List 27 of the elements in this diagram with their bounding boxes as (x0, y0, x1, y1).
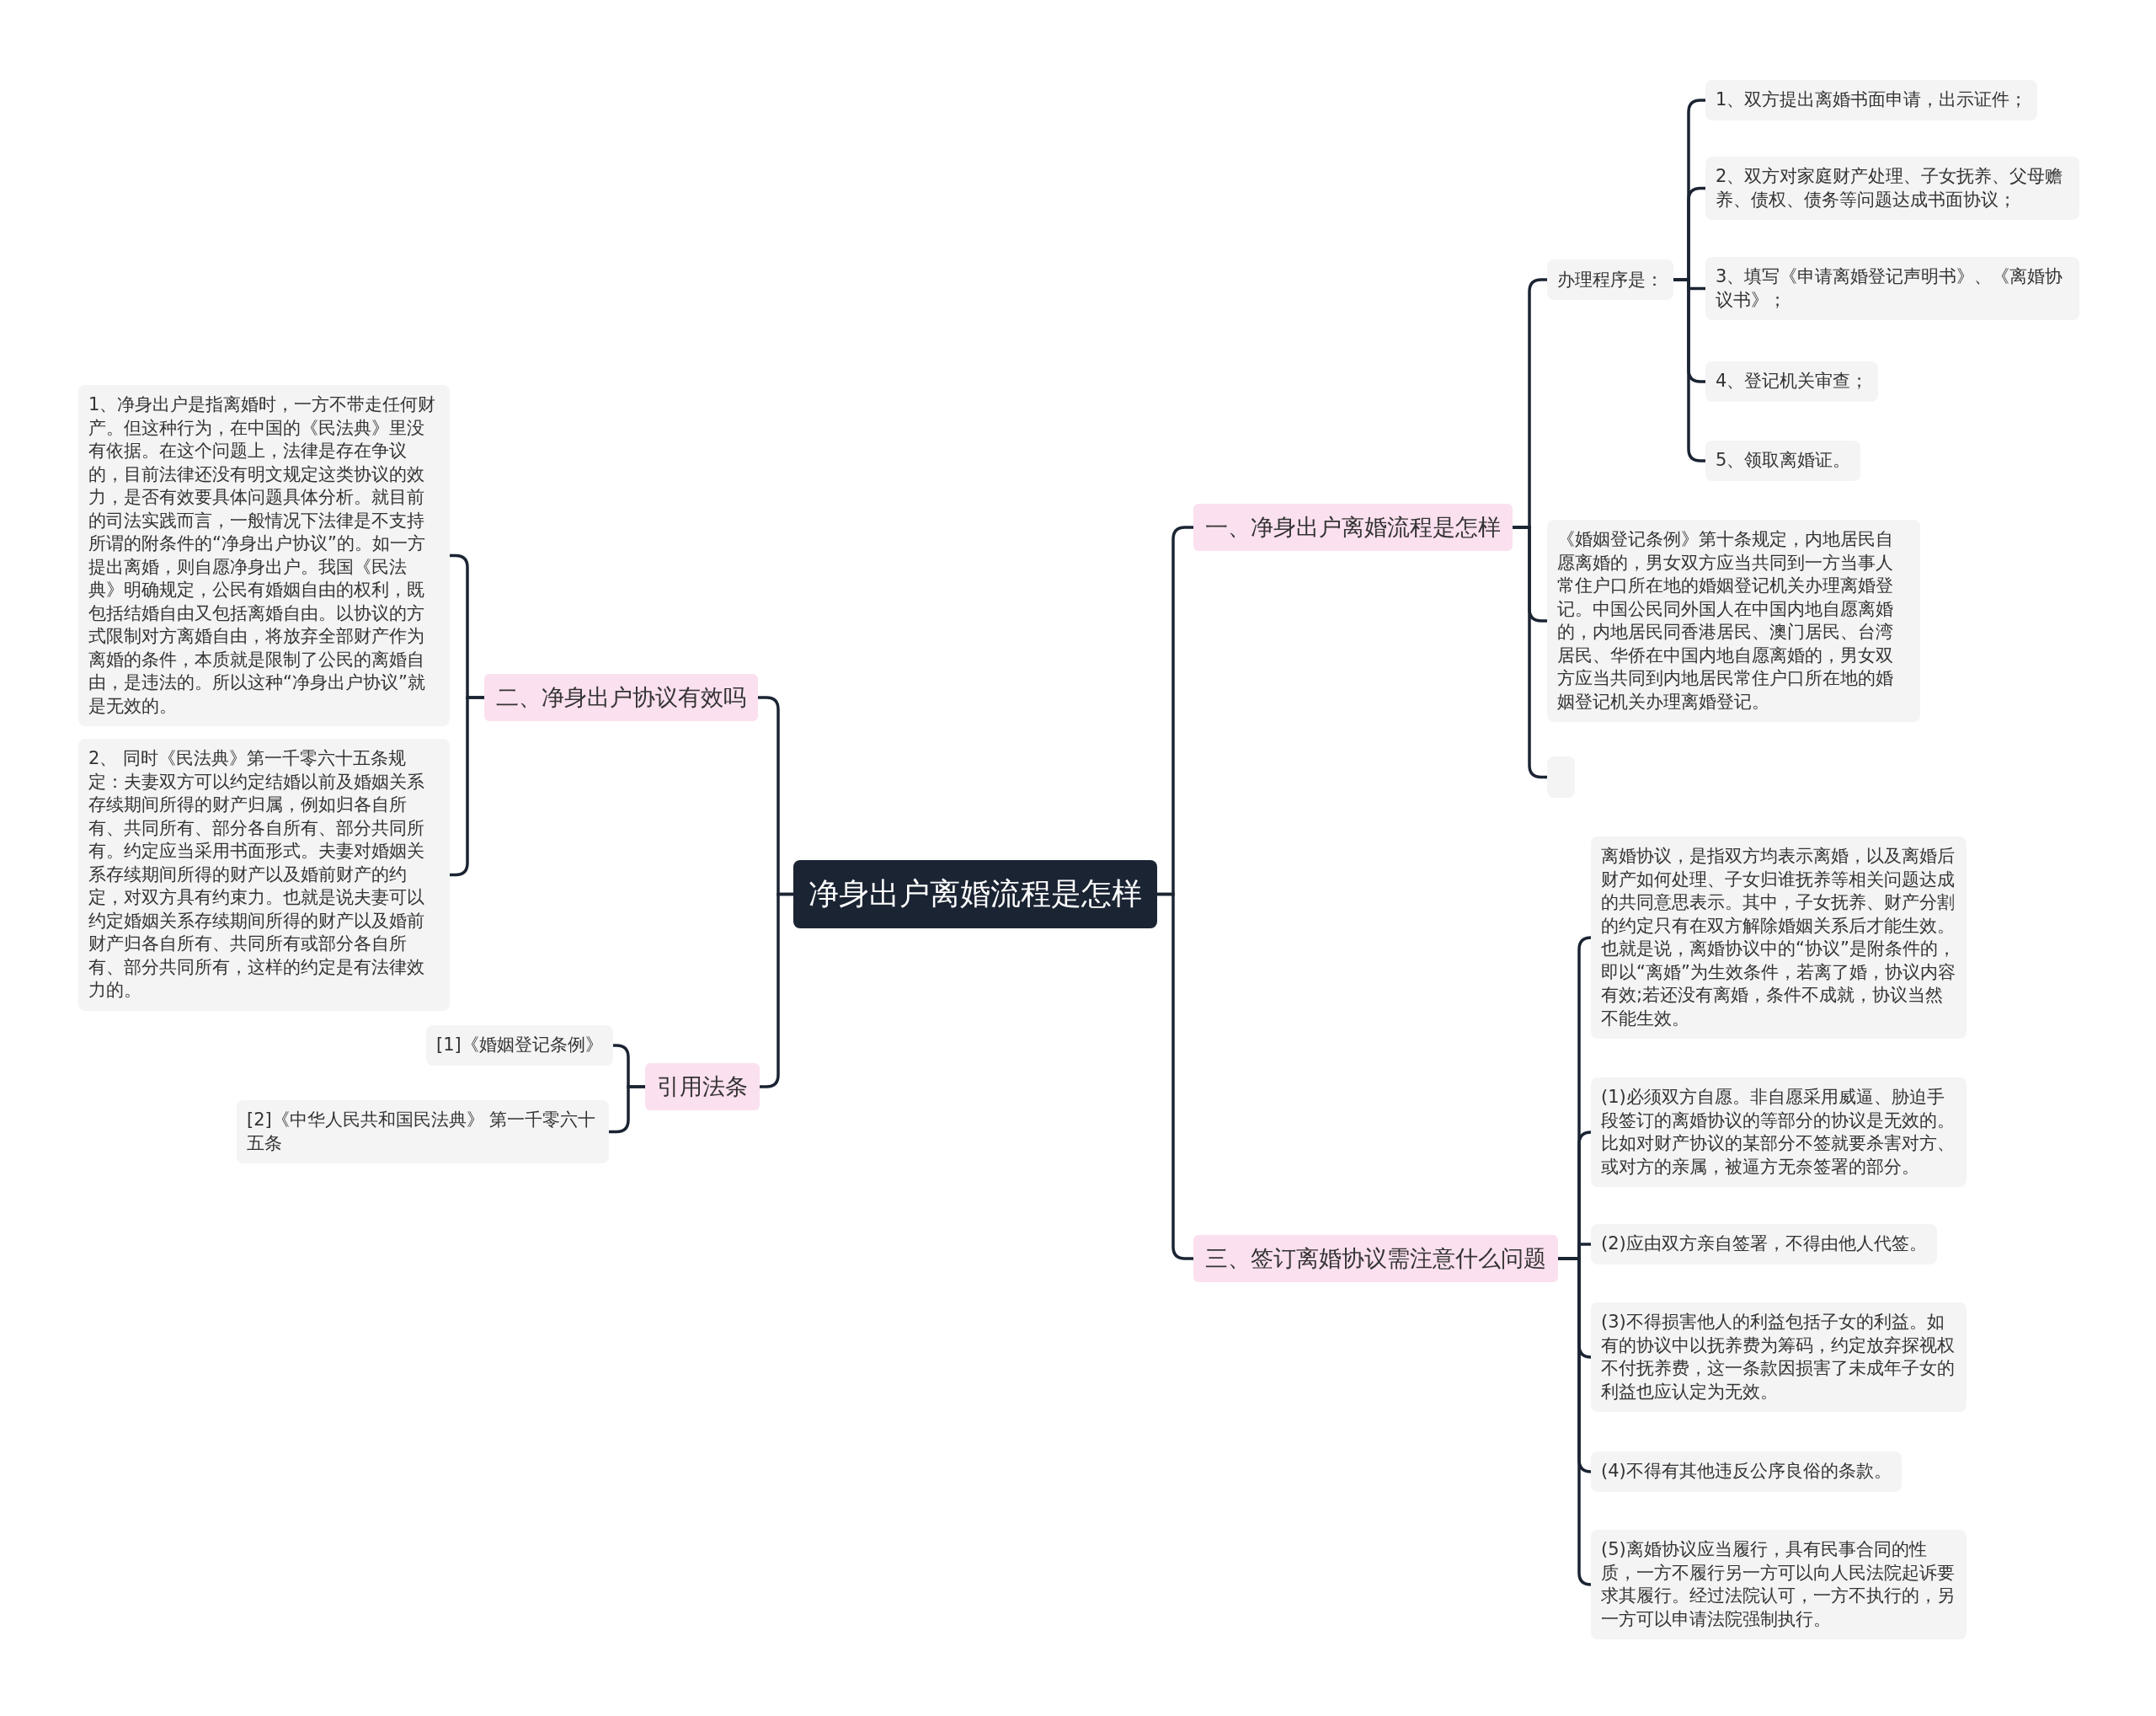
text-card: 2、双方对家庭财产处理、子女抚养、父母赡养、债权、债务等问题达成书面协议； (1705, 157, 2079, 220)
text-card: 办理程序是： (1547, 259, 1673, 300)
text-card: 离婚协议，是指双方均表示离婚，以及离婚后财产如何处理、子女归谁抚养等相关问题达成的共同意思表示。其中，子女抚养、财产分割的约定只有在双方解除婚姻关系后才能生效。也就是说，离婚协议中的“协议”是附条件的，即以“离婚”为生效条件，若离了婚，协议内容有效;若还没有离婚，条件不成就，协议当然不能生效。 (1591, 837, 1967, 1039)
text-card: [1]《婚姻登记条例》 (426, 1025, 613, 1066)
text-card: 2、 同时《民法典》第一千零六十五条规定：夫妻双方可以约定结婚以前及婚姻关系存续期间所得的财产归属，例如归各自所有、共同所有、部分各自所有、部分共同所有。约定应当采用书面形式。夫妻对婚姻关系存续期间所得的财产以及婚前财产的约定，对双方具有约束力。也就是说夫妻可以约定婚姻关系存续期间所得的财产以及婚前财产归各自所有、共同所有或部分各自所有、部分共同所有，这样的约定是有法律效力的。 (78, 739, 450, 1011)
empty-box (1547, 756, 1575, 798)
branch-topic-box: 三、签订离婚协议需注意什么问题 (1193, 1235, 1558, 1282)
central-topic-box: 净身出户离婚流程是怎样 (793, 860, 1157, 928)
text-card: 1、净身出户是指离婚时，一方不带走任何财产。但这种行为，在中国的《民法典》里没有依据。在这个问题上，法律是存在争议的，目前法律还没有明文规定这类协议的效力，是否有效要具体问题具体分析。就目前的司法实践而言，一般情况下法律是不支持所谓的附条件的“净身出户协议”的。如一方提出离婚，则自愿净身出户。我国《民法典》明确规定，公民有婚姻自由的权利，既包括结婚自由又包括离婚自由。以协议的方式限制对方离婚自由，将放弃全部财产作为离婚的条件，本质就是限制了公民的离婚自由，是违法的。所以这种“净身出户协议”就是无效的。 (78, 385, 450, 726)
connector-line (1157, 892, 1193, 1260)
text-card: (2)应由双方亲自签署，不得由他人代签。 (1591, 1224, 1937, 1264)
text-card: (3)不得损害他人的利益包括子女的利益。如有的协议中以抚养费为筹码，约定放弃探视权不付抚养费，这一条款因损害了未成年子女的利益也应认定为无效。 (1591, 1302, 1967, 1412)
text-card: (5)离婚协议应当履行，具有民事合同的性质，一方不履行另一方可以向人民法院起诉要求其履行。经过法院认可，一方不执行的，另一方可以申请法院强制执行。 (1591, 1530, 1967, 1639)
text-card: (4)不得有其他违反公序良俗的条款。 (1591, 1451, 1902, 1492)
connector-line (760, 892, 793, 1088)
connector-line (450, 696, 484, 877)
text-card: 3、填写《申请离婚登记声明书》、《离婚协议书》； (1705, 257, 2079, 320)
text-card: 1、双方提出离婚书面申请，出示证件； (1705, 80, 2038, 120)
text-card: 5、领取离婚证。 (1705, 441, 1861, 481)
text-card: 4、登记机关审查； (1705, 361, 1879, 402)
text-card: (1)必须双方自愿。非自愿采用威逼、胁迫手段签订的离婚协议的等部分的协议是无效的。比如对财产协议的某部分不签就要杀害对方、或对方的亲属，被逼方无奈签署的部分。 (1591, 1077, 1967, 1187)
text-card: 《婚姻登记条例》第十条规定，内地居民自愿离婚的，男女双方应当共同到一方当事人常住户口所在地的婚姻登记机关办理离婚登记。中国公民同外国人在中国内地自愿离婚的，内地居民同香港居民、澳门居民、台湾居民、华侨在中国内地自愿离婚的，男女双方应当共同到内地居民常住户口所在地的婚姻登记机关办理离婚登记。 (1547, 520, 1920, 722)
text-card: [2]《中华人民共和国民法典》 第一千零六十五条 (237, 1100, 609, 1163)
connector-line (609, 1085, 645, 1134)
branch-topic-box: 一、净身出户离婚流程是怎样 (1193, 504, 1513, 551)
branch-topic-box: 引用法条 (645, 1063, 760, 1110)
branch-topic-box: 二、净身出户协议有效吗 (484, 674, 758, 721)
